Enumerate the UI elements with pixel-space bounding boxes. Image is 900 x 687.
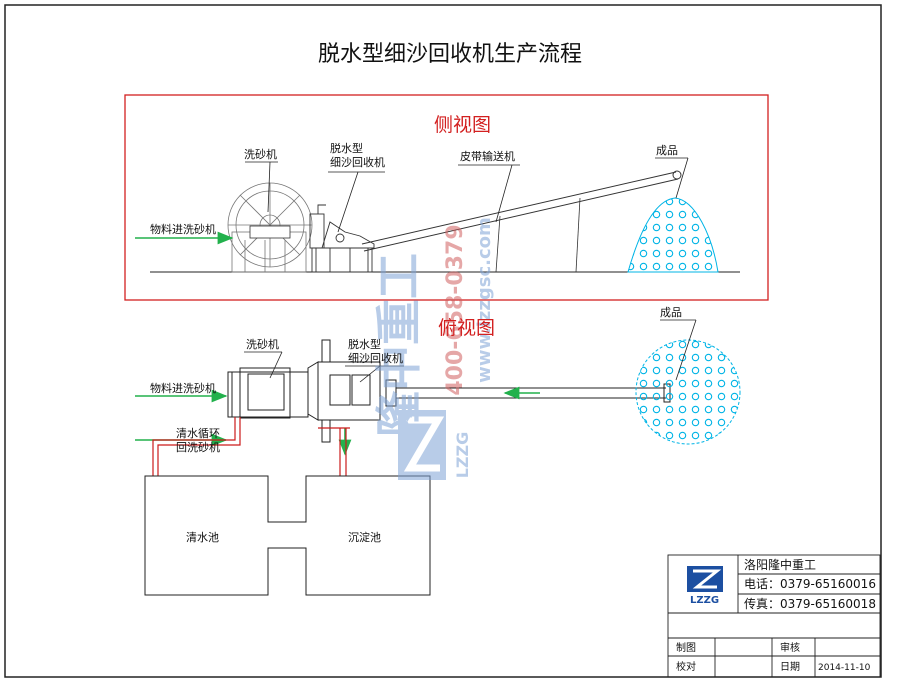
side-conveyor-label: 皮带输送机 (460, 149, 515, 163)
company-name: 洛阳隆中重工 (744, 557, 816, 572)
top-sand-washer (227, 367, 309, 419)
side-sand-washer (227, 182, 313, 273)
date-value: 2014-11-10 (818, 663, 871, 673)
top-feed-label: 物料进洗砂机 (150, 381, 216, 395)
side-product-label: 成品 (656, 144, 678, 157)
side-belt-conveyor (361, 170, 682, 273)
title-block-logo (687, 566, 723, 592)
side-view-heading: 侧视图 (434, 114, 492, 136)
watermark: 隆中重工 400-658-0379 www.lzzgsc.com LZZG (372, 217, 495, 480)
watermark-brand-text: 隆中重工 (372, 253, 426, 437)
pools-outline (144, 475, 431, 596)
recycle-label-2: 回洗砂机 (176, 440, 220, 454)
reviewed-label: 审核 (780, 641, 800, 654)
top-recycler-label-1: 脱水型 (348, 337, 381, 351)
top-product-label: 成品 (660, 306, 682, 319)
company-fax: 传真：0379-65160018 (744, 596, 876, 611)
watermark-url-text: www.lzzgsc.com (474, 217, 495, 383)
top-recycler-label-2: 细沙回收机 (348, 351, 403, 365)
top-recycler (307, 339, 397, 443)
title-block-logo-text: LZZG (690, 595, 719, 606)
sheet-frame (4, 4, 882, 678)
clear-pool-label: 清水池 (186, 531, 219, 544)
title-block (667, 554, 881, 678)
page-title: 脱水型细沙回收机生产流程 (317, 42, 582, 67)
side-leader-lines (245, 157, 689, 233)
side-feed-label: 物料进洗砂机 (150, 222, 216, 236)
side-recycler (309, 204, 375, 273)
drawn-by-label: 制图 (676, 641, 696, 654)
watermark-phone-text: 400-658-0379 (443, 224, 468, 395)
settling-pool-label: 沉淀池 (348, 530, 381, 544)
water-pipes (152, 417, 350, 476)
checked-label: 校对 (676, 660, 696, 673)
side-view-frame (124, 94, 769, 301)
top-leader-lines (244, 319, 697, 383)
top-washer-label: 洗砂机 (246, 337, 279, 351)
recycle-label-1: 清水循环 (176, 427, 220, 440)
side-washer-label: 洗砂机 (244, 147, 277, 161)
company-tel: 电话：0379-65160016 (744, 577, 876, 591)
watermark-logo-text: LZZG (453, 432, 472, 479)
side-recycler-label-1: 脱水型 (330, 141, 363, 155)
side-recycler-label-2: 细沙回收机 (330, 155, 385, 169)
side-product-pile (627, 197, 719, 273)
top-product-pile (635, 339, 741, 445)
date-label: 日期 (780, 661, 800, 673)
top-view-heading: 俯视图 (438, 317, 496, 339)
